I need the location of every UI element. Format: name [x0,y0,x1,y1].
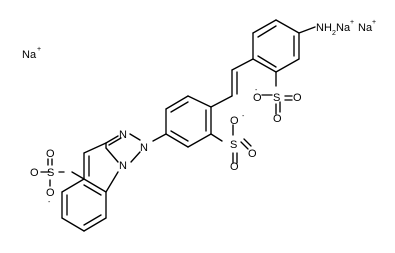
sulfur-2: S [230,139,237,151]
oxide-charge-1: - [255,87,258,94]
sulfur-1: S [273,92,280,104]
sulfonate-oxygen-minus-1: O [253,92,262,104]
oxide-charge-2: - [242,113,245,120]
triazole-nitrogen-1: N [119,129,127,141]
sulfonate-oxygen-1a: O [293,92,302,104]
sulfonate-oxygen-2a: O [248,148,257,160]
sulfonate-oxygen-minus-3: O [46,187,55,199]
amine-subscript: 2 [332,30,336,37]
sodium-charge-2: + [350,19,354,26]
amine-hydrogen: H [324,22,332,34]
sulfur-3: S [47,167,54,179]
sulfonate-oxygen-3a: O [46,148,55,160]
sulfonate-oxygen-1b: O [273,113,282,125]
amine-nitrogen: N [316,22,324,34]
sulfonate-oxygen-2b: O [230,161,239,173]
sodium-charge-3: + [372,19,376,26]
sodium-charge-1: + [37,46,41,53]
oxide-charge-3: - [48,199,51,206]
triazole-nitrogen-3: N [119,160,127,172]
sulfonate-oxygen-minus-2: O [230,115,239,127]
atom-labels: Na + N H 2 Na + Na + O - S O O O - S O O… [22,19,376,206]
sodium-ion-3: Na [358,22,373,34]
sodium-ion-2: Na [336,22,351,34]
sodium-ion-1: Na [22,49,37,61]
sulfonate-oxygen-3b: O [30,167,39,179]
triazole-nitrogen-2: N [140,142,148,154]
bonds [40,19,316,232]
